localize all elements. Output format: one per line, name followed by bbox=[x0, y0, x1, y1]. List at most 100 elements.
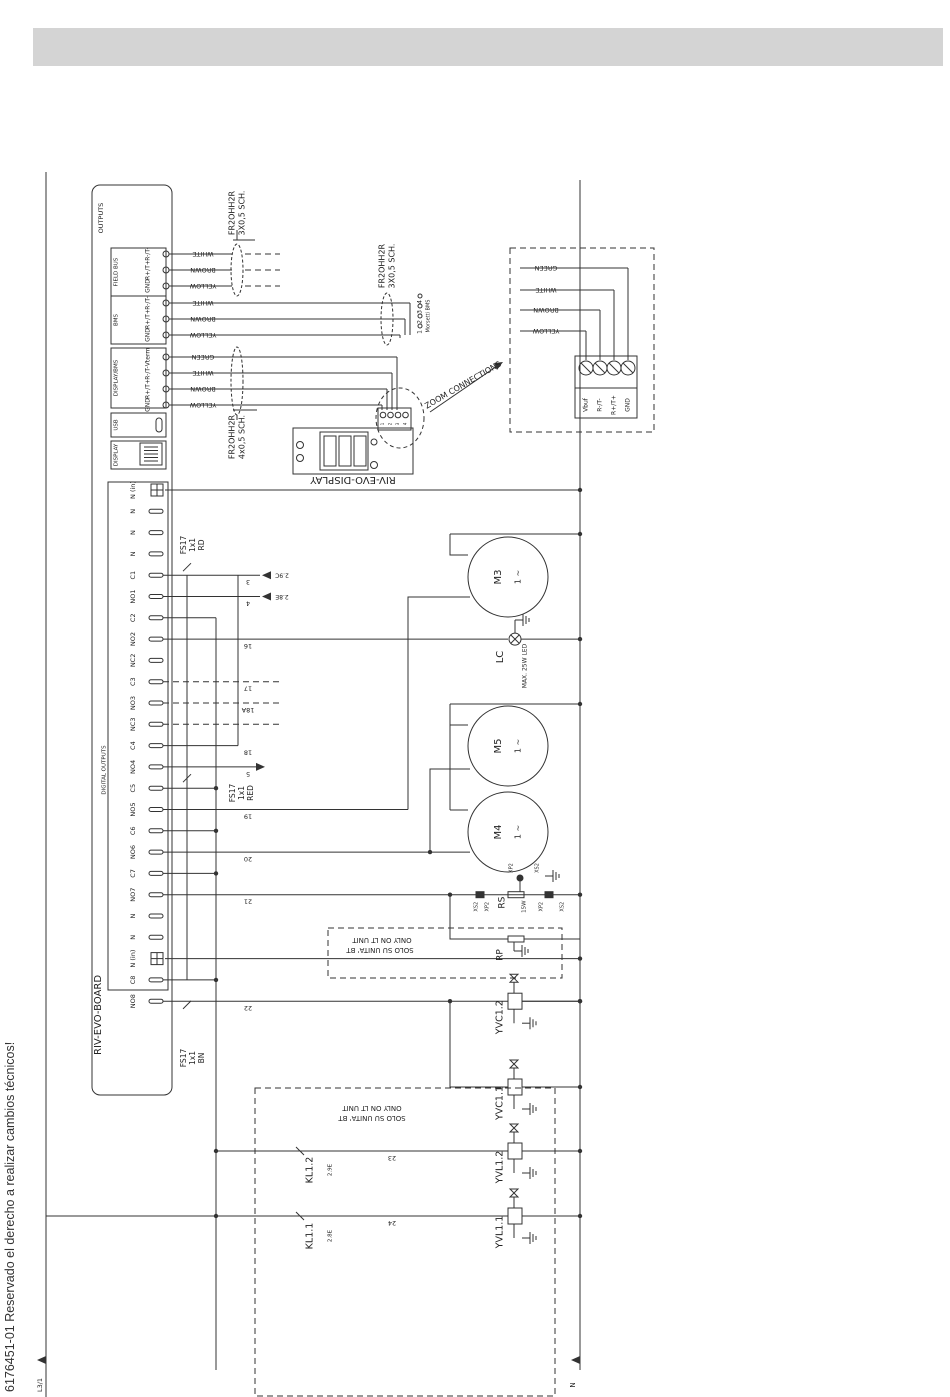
bms-label: BMS bbox=[114, 313, 120, 326]
bms-terminal-pad bbox=[417, 293, 423, 299]
display-terminal-number: 4 bbox=[403, 422, 408, 425]
display-button-icon bbox=[370, 438, 378, 446]
wire-21-to-rp bbox=[449, 894, 508, 940]
display-button-icon bbox=[370, 461, 378, 469]
display-3-pin: GND bbox=[145, 398, 152, 412]
display-group bbox=[110, 440, 167, 470]
zoom-terminal-name: Vbuf bbox=[583, 397, 590, 412]
rp-heater-symbol bbox=[507, 935, 525, 943]
seven-segment-digit bbox=[338, 435, 352, 467]
digital-pin-label: C2 bbox=[129, 613, 137, 622]
bms-2-pin: GND bbox=[145, 328, 152, 342]
field-bus-0-pin: R-/T- bbox=[145, 247, 152, 260]
display-screen bbox=[319, 431, 369, 471]
junction-dot bbox=[213, 1148, 219, 1154]
pin-terminal bbox=[148, 934, 164, 940]
pin-terminal bbox=[148, 785, 164, 791]
yvc11-coil bbox=[507, 1078, 523, 1096]
m4-motor-symbol bbox=[467, 791, 549, 873]
bms-terminal-number: 2 bbox=[417, 320, 424, 324]
field-bus-label: FIELD BUS bbox=[114, 257, 120, 286]
display-2-pin: R+/T+ bbox=[145, 379, 152, 399]
display-port-icon bbox=[139, 442, 163, 466]
pin-terminal bbox=[148, 594, 164, 599]
junction-dot bbox=[213, 786, 219, 791]
valve-icon bbox=[508, 973, 520, 983]
bms-1-pin: R+/T+ bbox=[145, 309, 152, 329]
yvc11-name: YVC1.1 bbox=[495, 1086, 506, 1121]
lt-note-it: SOLO SU UNITA' BT bbox=[346, 946, 414, 954]
display-label: DISPLAY bbox=[114, 443, 120, 466]
field-bus-cable-spec: 3X0,5 SCH. bbox=[238, 191, 247, 236]
m3-name: M3 bbox=[493, 570, 504, 585]
header-band bbox=[33, 28, 943, 66]
display-unit-outline bbox=[292, 427, 414, 475]
zoom-leader bbox=[429, 363, 501, 413]
display-button-icon bbox=[296, 454, 304, 462]
outputs-header: OUTPUTS bbox=[97, 203, 105, 234]
seven-segment-digit bbox=[353, 435, 367, 467]
pin-terminal bbox=[148, 721, 164, 727]
rs-ground-plug bbox=[516, 874, 524, 882]
display-terminal-screw bbox=[402, 411, 409, 419]
field-bus-2-color: YELLOW bbox=[189, 282, 217, 290]
valve-icon bbox=[508, 1188, 520, 1198]
junction-dot bbox=[577, 636, 583, 642]
m3-phase: 1 ~ bbox=[514, 570, 523, 584]
yvl11-coil bbox=[507, 1207, 523, 1225]
digital-pin-label: C7 bbox=[129, 869, 137, 878]
digital-pin-label: C6 bbox=[129, 826, 137, 835]
lc-lamp-icon bbox=[510, 634, 520, 644]
kl12-contact bbox=[295, 1146, 305, 1156]
cross-ref: 2.8E bbox=[275, 593, 289, 600]
board-outline bbox=[91, 184, 173, 1096]
display-terminal-number: 1 bbox=[380, 422, 385, 425]
yvc12-name: YVC1.2 bbox=[495, 1000, 506, 1035]
neutral-rail-label: N bbox=[569, 1382, 577, 1387]
digital-outputs-group bbox=[107, 481, 169, 991]
junction-dot bbox=[577, 1148, 583, 1154]
junction-dot bbox=[577, 999, 583, 1004]
zoom-terminal-labels bbox=[574, 387, 638, 419]
m5-phase: 1 ~ bbox=[514, 739, 523, 753]
display-terminal-screw bbox=[394, 411, 402, 419]
zoom-terminal-name: R-/T- bbox=[597, 398, 604, 411]
pin-terminal bbox=[148, 572, 164, 578]
lt-unit-box-1 bbox=[327, 927, 563, 979]
junction-dot bbox=[577, 1213, 583, 1219]
rs-power: 15W bbox=[522, 900, 528, 913]
kl11-ref: 2.8E bbox=[328, 1229, 334, 1242]
bms-2-color: YELLOW bbox=[189, 331, 217, 339]
wire-19-to-m3 bbox=[407, 596, 470, 810]
bms-terminal-number: 4 bbox=[417, 300, 424, 304]
display-terminal-screw bbox=[387, 411, 394, 419]
fuse-mark bbox=[182, 1000, 192, 1010]
usb-label: USB bbox=[114, 419, 120, 431]
yvl11-name: YVL1.1 bbox=[495, 1216, 506, 1250]
junction-dot bbox=[213, 828, 219, 833]
bms-terminal-pad bbox=[417, 313, 423, 319]
fuse-name-0: FS17 bbox=[179, 536, 188, 555]
bms-terminal-number: 1 bbox=[417, 330, 424, 334]
rs-connector bbox=[544, 891, 554, 899]
zoom-screw-terminal bbox=[608, 362, 620, 374]
digital-pin-label: C5 bbox=[129, 784, 137, 793]
fuse-color-1: RED bbox=[246, 785, 255, 801]
junction-dot bbox=[577, 892, 583, 897]
pin-terminal bbox=[148, 892, 164, 898]
fuse-size-2: 1x1 bbox=[188, 1051, 197, 1065]
pin-terminal bbox=[148, 807, 164, 812]
fuse-color-0: RD bbox=[197, 539, 206, 550]
pin-terminal bbox=[148, 551, 164, 557]
connector-xp2: XP2 bbox=[539, 902, 545, 912]
bms-0-pin: R-/T- bbox=[145, 296, 152, 309]
pin-terminal bbox=[148, 828, 164, 834]
digital-pin-label: NO2 bbox=[129, 632, 137, 646]
display-cable-type: FR2OHH2R bbox=[228, 414, 237, 459]
field-bus-1-pin: R+/T+ bbox=[145, 260, 152, 280]
bms-shield bbox=[380, 292, 394, 346]
digital-pin-label: NO8 bbox=[129, 994, 137, 1008]
kl11-contact bbox=[295, 1211, 305, 1221]
bms-cable-type: FR2OHH2R bbox=[378, 243, 387, 288]
